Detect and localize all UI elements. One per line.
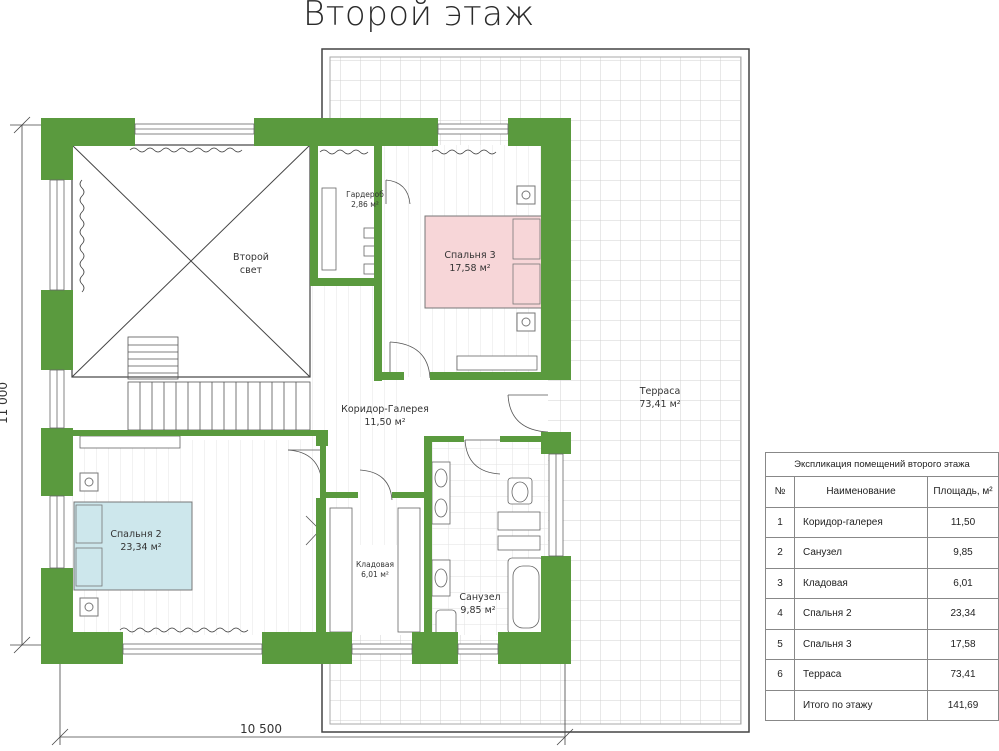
stairs xyxy=(127,336,311,431)
bedroom3-name: Спальня 3 xyxy=(444,250,496,261)
second-light-label: Второй свет xyxy=(233,252,269,276)
total-empty-cell xyxy=(766,690,795,720)
corridor-name: Коридор-Галерея xyxy=(341,404,429,415)
height-dimension: 11 000 xyxy=(0,382,10,424)
closets xyxy=(79,187,538,633)
terrace-area: 73,41 м² xyxy=(639,399,681,410)
terrace-name: Терраса xyxy=(639,386,681,397)
bathroom-name: Санузел xyxy=(459,592,501,603)
row-area: 9,85 xyxy=(953,547,973,559)
table-header: № Наименование Площадь, м² xyxy=(766,477,998,508)
corridor-area: 11,50 м² xyxy=(364,417,406,428)
total-value: 141,69 xyxy=(947,699,979,711)
explication-table: Экспликация помещений второго этажа № На… xyxy=(765,452,999,721)
bedroom2-name: Спальня 2 xyxy=(110,529,162,540)
curtains xyxy=(79,147,497,633)
row-name: Кладовая xyxy=(795,568,928,598)
row-area: 73,41 xyxy=(950,669,976,681)
row-number: 6 xyxy=(766,660,795,690)
bedroom2-bed xyxy=(73,472,193,617)
row-name: Коридор-галерея xyxy=(795,507,928,537)
wardrobe-area: 2,86 м² xyxy=(351,200,379,209)
row-area: 23,34 xyxy=(950,608,976,620)
row-number: 1 xyxy=(766,507,795,537)
dimension-lines xyxy=(10,116,574,746)
row-name: Терраса xyxy=(795,660,928,690)
floor-title: Второй этаж xyxy=(303,0,535,34)
storage-area: 6,01 м² xyxy=(361,570,389,579)
bathroom-fixtures xyxy=(431,461,545,637)
row-number: 5 xyxy=(766,629,795,659)
header-name: Наименование xyxy=(795,477,928,507)
row-name: Спальня 3 xyxy=(795,629,928,659)
table-row: 5 Спальня 3 17,58 xyxy=(766,629,998,660)
width-dimension: 10 500 xyxy=(240,722,282,736)
windows xyxy=(49,123,564,655)
bedroom2-area: 23,34 м² xyxy=(120,542,162,553)
row-area: 6,01 xyxy=(953,577,973,589)
table-row: 4 Спальня 2 23,34 xyxy=(766,599,998,630)
header-area: Площадь, м² xyxy=(933,486,993,498)
table-row: 6 Терраса 73,41 xyxy=(766,660,998,691)
table-row: 2 Санузел 9,85 xyxy=(766,538,998,569)
wardrobe-name: Гардероб xyxy=(346,190,384,199)
table-total-row: Итого по этажу 141,69 xyxy=(766,690,998,720)
table-row: 1 Коридор-галерея 11,50 xyxy=(766,507,998,538)
row-area: 17,58 xyxy=(950,638,976,650)
row-area: 11,50 xyxy=(950,516,976,528)
bedroom3-bed xyxy=(424,185,543,332)
row-name: Спальня 2 xyxy=(795,599,928,629)
bedroom3-area: 17,58 м² xyxy=(449,263,491,274)
walls xyxy=(41,118,571,664)
row-number: 2 xyxy=(766,538,795,568)
storage-name: Кладовая xyxy=(355,560,395,569)
header-number: № xyxy=(766,477,795,507)
table-caption: Экспликация помещений второго этажа xyxy=(766,453,998,477)
table-row: 3 Кладовая 6,01 xyxy=(766,568,998,599)
total-label: Итого по этажу xyxy=(795,690,928,720)
row-name: Санузел xyxy=(795,538,928,568)
second-light-void xyxy=(71,144,311,378)
row-number: 4 xyxy=(766,599,795,629)
bathroom-area: 9,85 м² xyxy=(460,605,496,616)
row-number: 3 xyxy=(766,568,795,598)
